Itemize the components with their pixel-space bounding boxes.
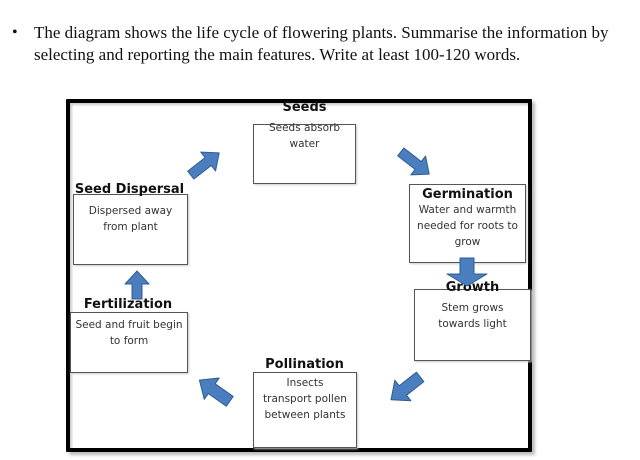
arrow-dispersal-to-seeds [187,151,220,180]
arrow-germination-to-growth [446,257,488,287]
stage-title-seeds: Seeds [282,100,327,115]
arrow-pollination-to-fertilization [198,377,234,407]
stage-description-seeds: Seeds absorb water [268,122,341,150]
arrow-seeds-to-germination [397,147,430,176]
stage-box-germination: Germination Water and warmth needed for … [409,184,526,263]
arrow-growth-to-pollination [390,371,425,402]
stage-box-pollination: Insects transport pollen between plants [253,372,357,448]
stage-title-pollination: Pollination [265,357,344,372]
stage-box-seeds: Seeds absorb water [253,122,356,184]
stage-box-fertilization: Seed and fruit begin to form [70,312,188,373]
stage-description-seed-dispersal: Dispersed away from plant [88,205,173,233]
prompt-text: The diagram shows the life cycle of flow… [34,23,609,64]
stage-description-germination: Water and warmth needed for roots to gro… [417,204,518,248]
bullet-point: • [12,24,18,41]
stage-description-fertilization: Seed and fruit begin to form [75,319,183,347]
arrow-fertilization-to-dispersal [124,270,150,300]
stage-box-growth: Stem grows towards light [414,289,531,361]
stage-title-seed-dispersal: Seed Dispersal [74,182,185,197]
stage-title-growth: Growth [445,280,500,295]
stage-title-germination: Germination [422,187,513,202]
stage-box-seed-dispersal: Dispersed away from plant [73,194,188,265]
stage-description-pollination: Insects transport pollen between plants [263,377,347,421]
stage-description-growth: Stem grows towards light [438,302,507,330]
stage-title-fertilization: Fertilization [83,297,173,312]
